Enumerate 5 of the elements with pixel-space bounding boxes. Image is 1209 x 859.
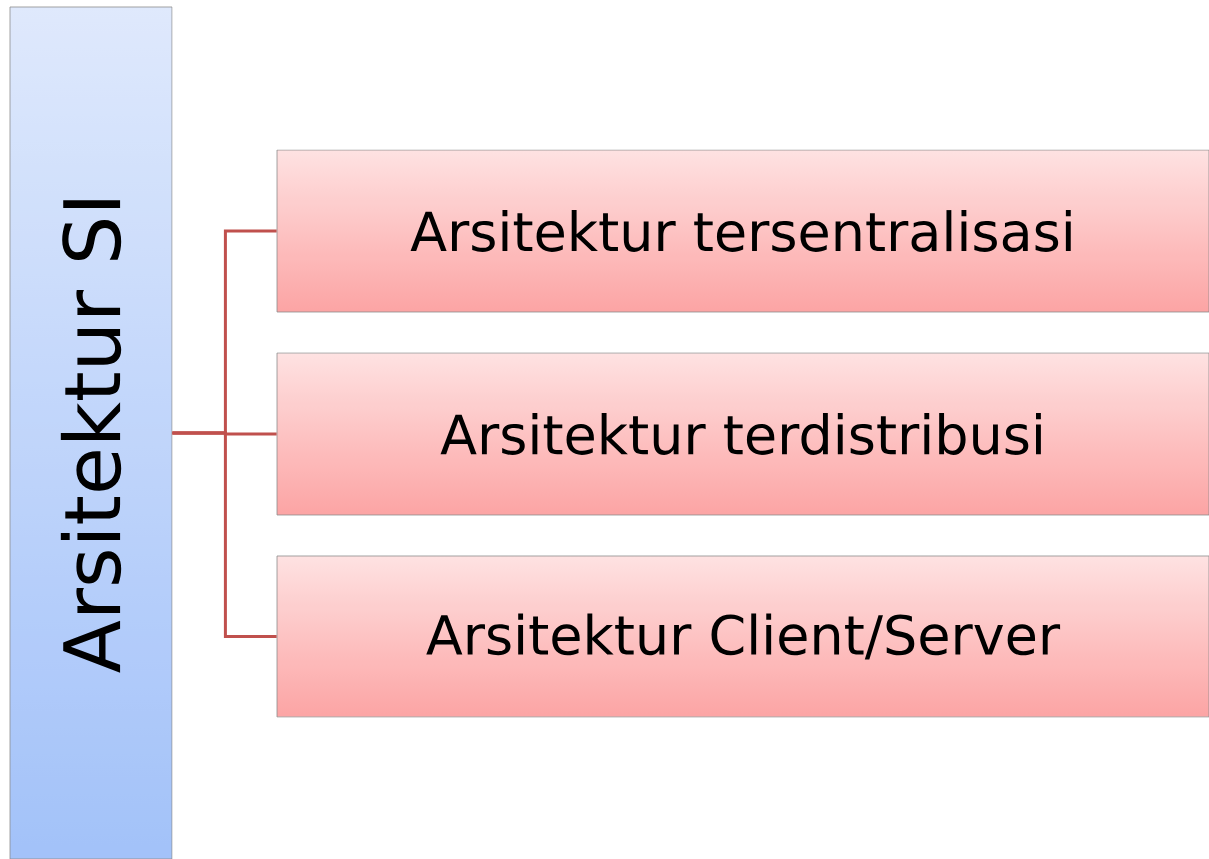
item-box: Arsitektur Client/Server xyxy=(276,555,1209,718)
item-box: Arsitektur terdistribusi xyxy=(276,352,1209,516)
connector-line xyxy=(172,431,277,638)
item-box: Arsitektur tersentralisasi xyxy=(276,149,1209,313)
category-box: Arsitektur SI xyxy=(9,6,173,859)
